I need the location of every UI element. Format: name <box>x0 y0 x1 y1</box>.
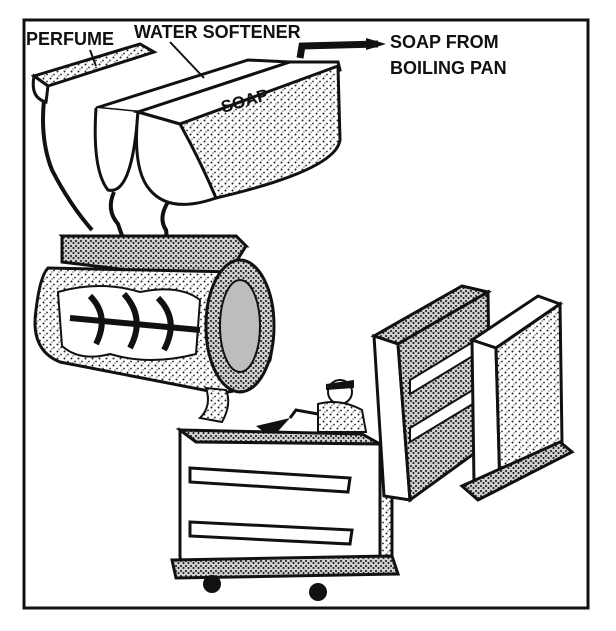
discharge-chute <box>197 386 230 424</box>
mixing-drum <box>33 258 276 394</box>
mixer-hopper <box>58 234 250 282</box>
drying-frame <box>370 284 493 503</box>
water-softener-tank <box>93 58 291 241</box>
frame-border <box>22 18 590 610</box>
label-perfume: PERFUME <box>26 29 114 49</box>
soap-cart <box>170 427 401 601</box>
soap-block <box>459 294 575 502</box>
label-water-softener: WATER SOFTENER <box>134 22 301 42</box>
soap-inlet-pipe <box>296 40 379 59</box>
label-boiling-pan: BOILING PAN <box>390 58 507 78</box>
perfume-trough <box>30 42 158 232</box>
cart-wheel <box>309 583 327 601</box>
water-softener-leader <box>169 41 205 79</box>
soap-tank <box>132 60 342 246</box>
soap-inlet-arrow <box>366 38 386 50</box>
label-soap-from: SOAP FROM <box>390 32 499 52</box>
perfume-leader <box>89 49 97 67</box>
worker-figure <box>256 379 368 438</box>
cart-wheel <box>203 575 221 593</box>
